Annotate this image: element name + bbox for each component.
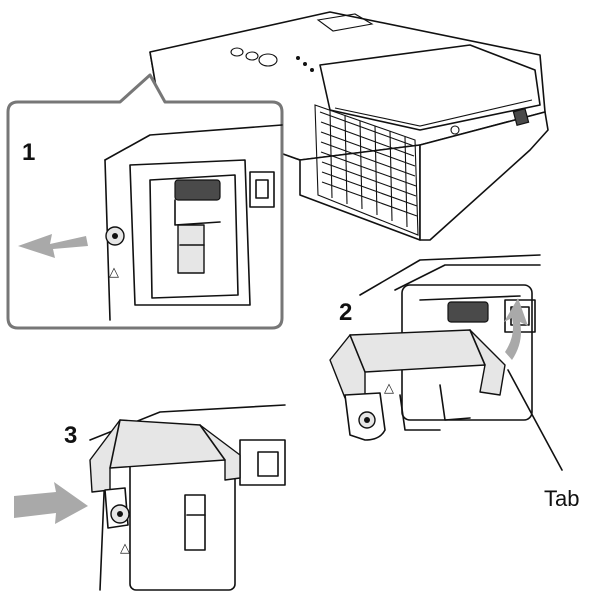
step-3-illustration: △ bbox=[14, 404, 286, 591]
triangle-mark-1: △ bbox=[109, 265, 119, 280]
step-1-number: 1 bbox=[22, 139, 35, 166]
pull-arrow-icon bbox=[18, 234, 88, 258]
push-arrow-icon bbox=[14, 482, 88, 524]
lift-arrow-icon bbox=[504, 298, 528, 360]
triangle-mark-3: △ bbox=[120, 541, 130, 556]
triangle-mark-2: △ bbox=[384, 381, 394, 396]
step-3-number: 3 bbox=[64, 422, 77, 449]
callout-step-1: △ bbox=[6, 73, 284, 330]
vent-grille bbox=[314, 104, 419, 236]
step-2-number: 2 bbox=[339, 299, 352, 326]
tab-label: Tab bbox=[544, 486, 579, 511]
step-2-illustration: △ bbox=[329, 254, 563, 471]
